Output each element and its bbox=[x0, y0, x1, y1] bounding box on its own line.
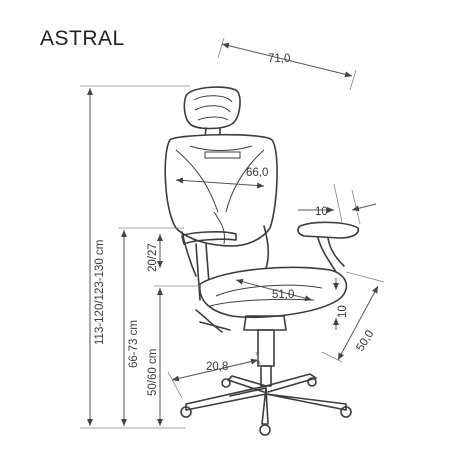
total-height-label: 113-120/123-130 cm bbox=[94, 240, 106, 345]
left-armrest bbox=[181, 231, 237, 245]
headrest bbox=[183, 86, 241, 130]
armrest-width-label: 10 bbox=[315, 206, 328, 218]
seat-height-label: 50/60 cm bbox=[147, 349, 159, 396]
seat-thickness-label: 10 bbox=[337, 305, 349, 318]
caster bbox=[340, 406, 352, 418]
dimension-lines: 71,0 66,0 10 113-120/123-130 cm 66-73 cm… bbox=[80, 37, 385, 429]
seat-width-label: 51,0 bbox=[272, 289, 294, 301]
caster bbox=[180, 406, 192, 418]
product-title: ASTRAL bbox=[40, 27, 125, 50]
caster bbox=[259, 424, 271, 436]
total-width-label: 71,0 bbox=[268, 53, 290, 65]
backrest-width-label: 66,0 bbox=[246, 167, 268, 179]
caster bbox=[307, 377, 317, 387]
base-radius-label: 20,8 bbox=[206, 361, 228, 373]
chair-illustration bbox=[164, 86, 360, 436]
armrest-height-label: 66-73 cm bbox=[128, 320, 140, 368]
caster bbox=[221, 378, 231, 388]
seat-depth-label: 50,0 bbox=[354, 328, 376, 353]
right-armrest bbox=[297, 221, 360, 239]
backrest bbox=[164, 133, 278, 247]
armrest-adjust-label: 20/27 bbox=[147, 243, 159, 272]
